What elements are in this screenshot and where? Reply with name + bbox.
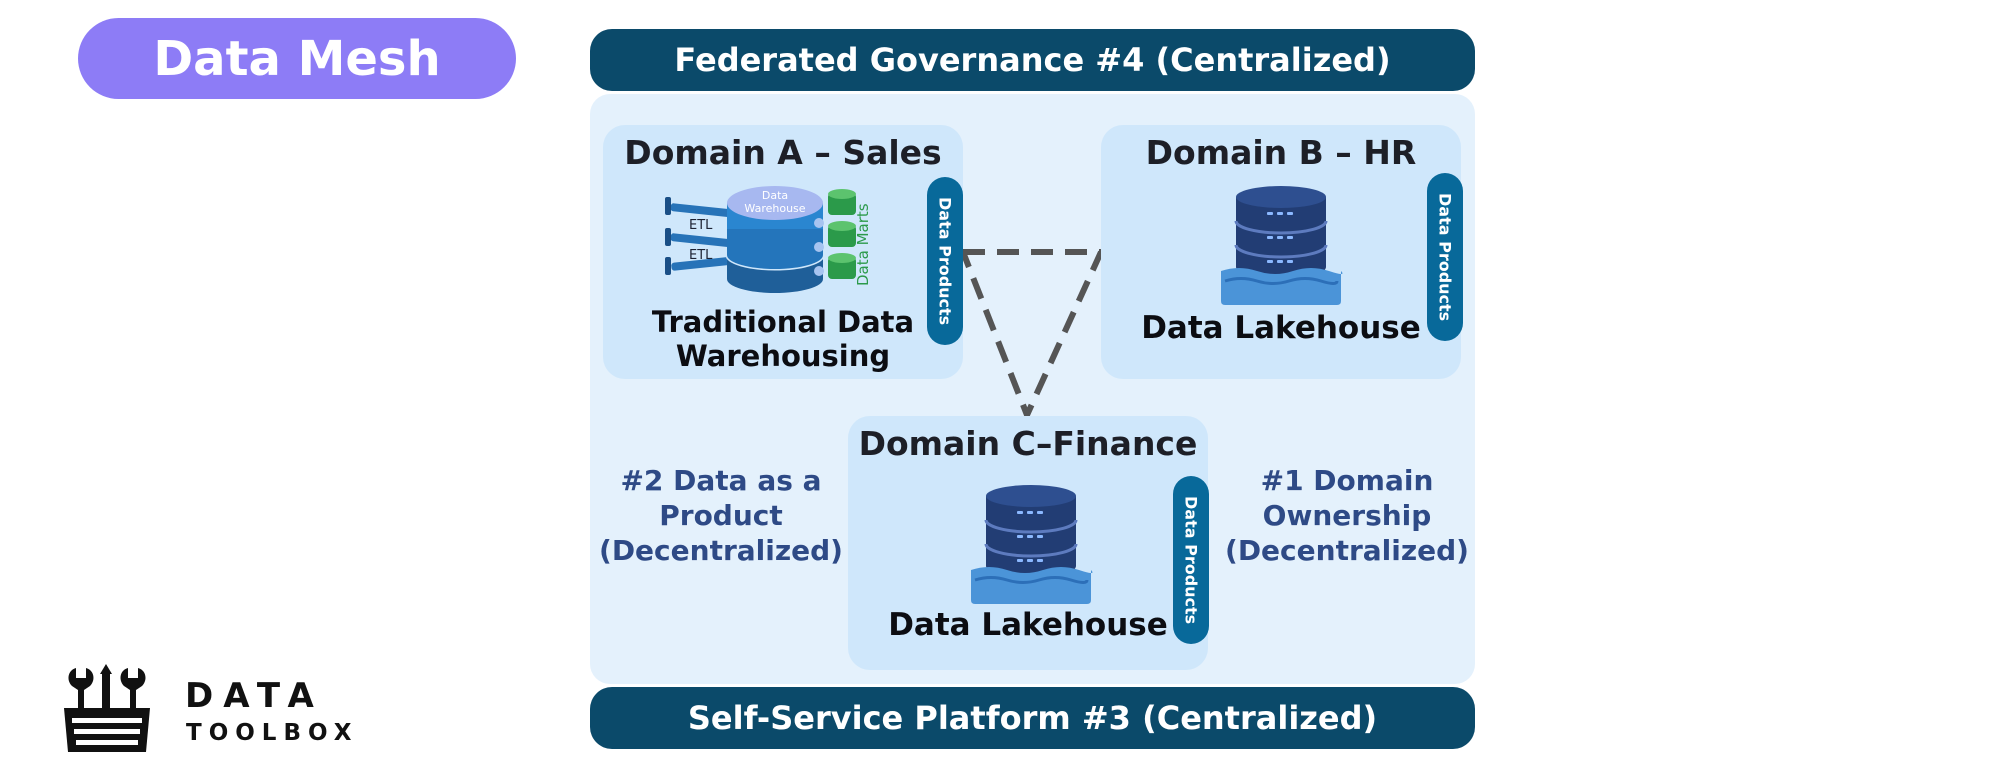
data-lakehouse-icon bbox=[1221, 186, 1343, 305]
etl-label-1: ETL bbox=[689, 218, 713, 233]
toolbox-icon bbox=[64, 664, 150, 752]
domain-a-title: Domain A – Sales bbox=[624, 133, 942, 172]
principle-domain-ownership: #1 Domain Ownership (Decentralized) bbox=[1222, 463, 1472, 568]
principle-right-line3: (Decentralized) bbox=[1225, 534, 1469, 567]
domain-a-data-products-label: Data Products bbox=[935, 196, 955, 326]
brand-name: DATA bbox=[185, 676, 324, 716]
domain-b-card: Domain B – HR Data Lakehouse Data Produc… bbox=[1101, 125, 1463, 379]
domain-b-data-products-tab: Data Products bbox=[1427, 173, 1463, 341]
domain-a-caption-line2: Warehousing bbox=[675, 339, 891, 373]
warehouse-label-2: Warehouse bbox=[744, 202, 805, 215]
principle-right-line1: #1 Domain bbox=[1260, 464, 1434, 497]
self-service-platform-band: Self-Service Platform #3 (Centralized) bbox=[590, 687, 1475, 749]
brand-subtitle: TOOLBOX bbox=[186, 720, 359, 746]
principle-data-as-product: #2 Data as a Product (Decentralized) bbox=[596, 463, 846, 568]
domain-c-data-products-tab: Data Products bbox=[1173, 476, 1209, 644]
domain-a-data-products-tab: Data Products bbox=[927, 177, 963, 345]
domain-a-card: Domain A – Sales Data Warehouse bbox=[603, 125, 963, 379]
principle-left-line2: Product bbox=[659, 499, 783, 532]
domain-b-data-products-label: Data Products bbox=[1435, 192, 1455, 322]
data-lakehouse-icon bbox=[971, 485, 1093, 604]
domain-b-title: Domain B – HR bbox=[1145, 133, 1417, 172]
domain-c-data-products-label: Data Products bbox=[1181, 495, 1201, 625]
principle-right-line2: Ownership bbox=[1262, 499, 1432, 532]
data-warehouse-icon: Data Warehouse ETL ETL Data Marts bbox=[665, 186, 872, 293]
page-title: Data Mesh bbox=[78, 18, 516, 99]
etl-label-2: ETL bbox=[689, 248, 713, 263]
domain-c-title: Domain C–Finance bbox=[858, 424, 1198, 463]
domain-a-caption-line1: Traditional Data bbox=[651, 305, 915, 339]
principle-left-line3: (Decentralized) bbox=[599, 534, 843, 567]
principle-left-line1: #2 Data as a bbox=[620, 464, 822, 497]
data-marts-label: Data Marts bbox=[854, 203, 872, 286]
domain-c-card: Domain C–Finance Data Lakehouse Data Pro… bbox=[848, 416, 1209, 670]
warehouse-label-1: Data bbox=[762, 189, 788, 202]
federated-governance-band: Federated Governance #4 (Centralized) bbox=[590, 29, 1475, 91]
domain-a-caption: Traditional Data Warehousing bbox=[603, 305, 963, 373]
domain-b-caption: Data Lakehouse bbox=[1141, 310, 1421, 346]
brand-logo: DATA TOOLBOX bbox=[62, 662, 382, 762]
domain-c-caption: Data Lakehouse bbox=[888, 607, 1168, 643]
